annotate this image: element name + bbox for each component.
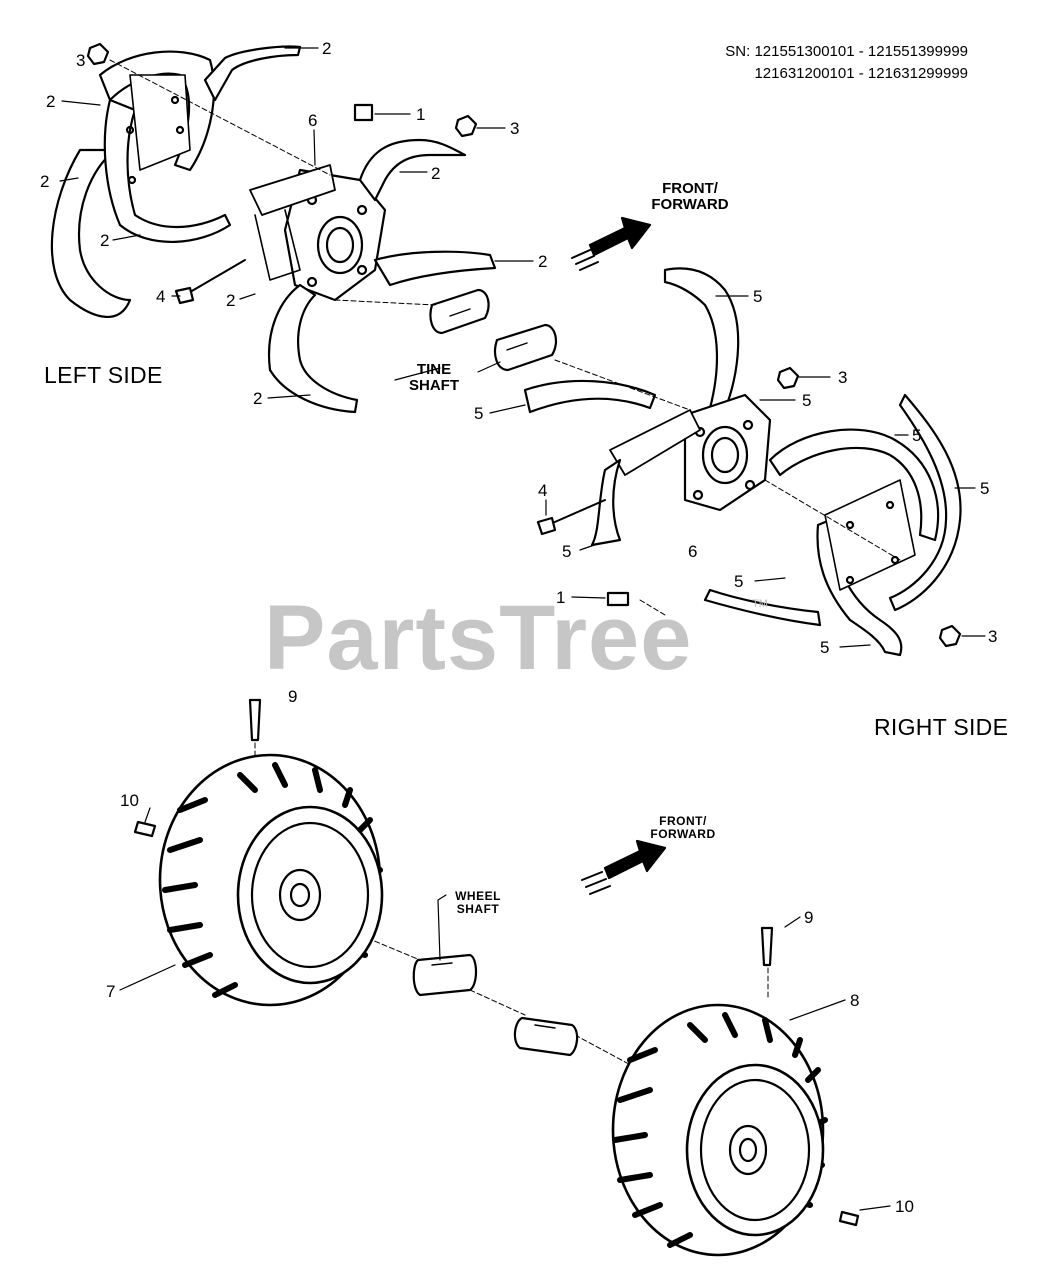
front-forward-arrow-top [571, 216, 652, 271]
front-forward-top-line-2: FORWARD [651, 195, 729, 213]
callout-2-left-lower-tine: 2 [100, 231, 110, 250]
wheel-right [611, 926, 860, 1257]
callout-7-left-wheel: 7 [106, 982, 116, 1001]
callout-5-right-tine-a: 5 [802, 391, 812, 410]
callout-5-left-tine: 5 [474, 404, 484, 423]
callout-2-center-tine: 2 [226, 291, 236, 310]
tine-shaft-line-2: SHAFT [409, 376, 459, 394]
tine-shaft-line-1: TINE [416, 361, 452, 378]
wheel-shaft [412, 953, 579, 1057]
front-forward-bottom-line-2: FORWARD [650, 826, 716, 841]
front-forward-bottom-line-1: FRONT/ [659, 814, 707, 828]
callout-9-left-pin: 9 [288, 687, 298, 706]
wheel-shaft-caption: WHEEL SHAFT [445, 890, 511, 915]
callout-3-top-nut: 3 [510, 119, 520, 138]
right-tine-assembly [523, 267, 962, 657]
alignment-lines [109, 59, 901, 1071]
callout-10-right-clip: 10 [895, 1197, 914, 1216]
callout-6-left-flange: 6 [308, 111, 318, 130]
callout-1-right-bolt: 1 [556, 588, 566, 607]
left-tine-assembly [50, 42, 558, 414]
left-side-label: LEFT SIDE [44, 362, 163, 388]
callout-8-right-wheel: 8 [850, 991, 860, 1010]
callout-2-right-lower-tine: 2 [538, 252, 548, 271]
serial-number-line-2: 121631200101 - 121631299999 [754, 65, 968, 82]
front-forward-top-line-1: FRONT/ [662, 180, 718, 197]
serial-number-line-1: SN: 121551300101 - 121551399999 [725, 43, 968, 60]
wheel-left [133, 698, 384, 1007]
leader-lines [59, 47, 986, 1211]
callout-5-right-tine-e: 5 [820, 638, 830, 657]
callout-5-right-tine-b: 5 [912, 426, 922, 445]
front-forward-caption-top: FRONT/ FORWARD [636, 181, 744, 213]
callout-2-left-tine-a: 2 [46, 92, 56, 111]
callout-10-left-clip: 10 [120, 791, 139, 810]
right-side-label: RIGHT SIDE [874, 714, 1009, 740]
front-forward-arrow-bottom [581, 839, 667, 895]
callout-2-upper-tine: 2 [322, 39, 332, 58]
callout-5-top-tine: 5 [753, 287, 763, 306]
callout-3-left-nut: 3 [76, 51, 86, 70]
callout-3-bottom-nut: 3 [988, 627, 998, 646]
callout-5-lower-tine: 5 [562, 542, 572, 561]
callout-5-right-tine-c: 5 [980, 479, 990, 498]
watermark: PartsTree [264, 587, 693, 689]
callout-3-right-nut: 3 [838, 368, 848, 387]
tine-shaft-caption: TINE SHAFT [395, 362, 473, 394]
callout-2-right-upper-tine: 2 [431, 164, 441, 183]
callout-9-right-pin: 9 [804, 908, 814, 927]
callout-2-bottom-tine: 2 [253, 389, 263, 408]
callout-5-right-tine-d: 5 [734, 572, 744, 591]
callout-6-right-flange: 6 [688, 542, 698, 561]
wheel-shaft-line-2: SHAFT [456, 901, 500, 916]
wheel-shaft-line-1: WHEEL [455, 889, 501, 903]
callout-4-right-bolt: 4 [538, 481, 548, 500]
callout-2-left-tine-b: 2 [40, 172, 50, 191]
watermark-tm: TM [752, 598, 768, 610]
callout-4-left-bolt: 4 [156, 287, 166, 306]
front-forward-caption-bottom: FRONT/ FORWARD [645, 815, 721, 840]
callout-1-left-bolt: 1 [416, 105, 426, 124]
